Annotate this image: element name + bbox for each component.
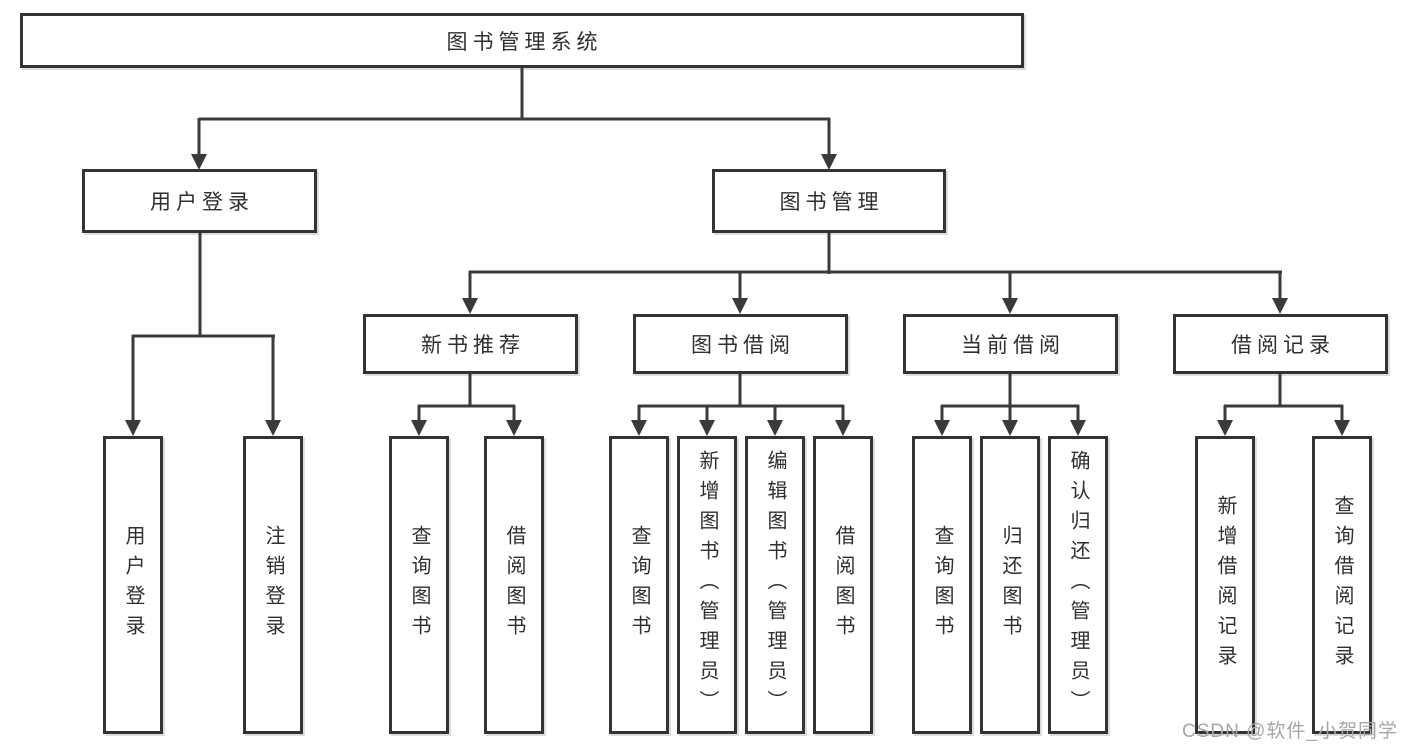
connector-to-leaf-logout — [271, 335, 275, 422]
connector-user-login-stem — [198, 233, 202, 337]
leaf-user-login: 用户登录 — [103, 436, 163, 734]
connector-root-bar — [199, 117, 830, 121]
connector-to-user-login — [197, 118, 201, 156]
arrowhead-to-return-book — [1002, 420, 1018, 436]
arrowhead-to-query-book-c — [934, 420, 950, 436]
leaf-edit-book-admin: 编辑图书（管理员） — [745, 436, 805, 734]
connector-to-query-book-b — [637, 405, 641, 422]
connector-to-query-book-a — [417, 405, 421, 422]
connector-to-borrowing-records — [1278, 271, 1282, 300]
arrowhead-to-query-book-a — [411, 420, 427, 436]
leaf-confirm-return-admin: 确认归还（管理员） — [1048, 436, 1108, 734]
connector-current-borrowing-stem — [1008, 374, 1012, 407]
node-book-management: 图书管理 — [712, 169, 946, 233]
leaf-query-book-a: 查询图书 — [389, 436, 449, 734]
leaf-return-book: 归还图书 — [980, 436, 1040, 734]
leaf-borrow-book-a: 借阅图书 — [484, 436, 544, 734]
arrowhead-to-borrowing-records — [1272, 298, 1288, 314]
arrowhead-to-borrow-book-a — [506, 420, 522, 436]
connector-book-mgmt-bar — [469, 270, 1282, 274]
leaf-query-book-c: 查询图书 — [912, 436, 972, 734]
connector-book-borrowing-bar — [638, 404, 844, 408]
node-book-borrowing: 图书借阅 — [633, 314, 848, 374]
connector-book-mgmt-stem — [827, 233, 831, 274]
arrowhead-to-new-book-recommend — [462, 298, 478, 314]
leaf-edit-book-admin-label: 编辑图书（管理员） — [764, 450, 786, 720]
arrowhead-to-add-borrow-record — [1217, 420, 1233, 436]
leaf-query-book-b: 查询图书 — [609, 436, 669, 734]
connector-borrowing-records-bar — [1224, 404, 1343, 408]
connector-to-new-book-recommend — [468, 271, 472, 300]
node-current-borrowing: 当前借阅 — [903, 314, 1118, 374]
leaf-add-borrow-record: 新增借阅记录 — [1195, 436, 1255, 734]
arrowhead-to-leaf-user-login — [125, 420, 141, 436]
leaf-query-borrow-record-label: 查询借阅记录 — [1331, 495, 1353, 675]
node-user-login: 用户登录 — [82, 169, 317, 233]
leaf-borrow-book-b-label: 借阅图书 — [832, 525, 854, 645]
connector-to-leaf-user-login — [131, 335, 135, 422]
node-borrowing-records: 借阅记录 — [1173, 314, 1388, 374]
leaf-add-book-admin-label: 新增图书（管理员） — [696, 450, 718, 720]
csdn-watermark: CSDN @软件_小贺同学 — [1182, 721, 1398, 742]
connector-to-query-book-c — [940, 405, 944, 422]
arrowhead-to-current-borrowing — [1002, 298, 1018, 314]
connector-user-login-bar — [132, 334, 275, 338]
arrowhead-to-add-book — [699, 420, 715, 436]
leaf-add-borrow-record-label: 新增借阅记录 — [1214, 495, 1236, 675]
leaf-query-book-a-label: 查询图书 — [408, 525, 430, 645]
connector-to-current-borrowing — [1008, 271, 1012, 300]
arrowhead-to-borrow-book-b — [835, 420, 851, 436]
node-new-book-recommend: 新书推荐 — [363, 314, 578, 374]
connector-to-add-borrow-record — [1223, 405, 1227, 422]
connector-borrowing-records-stem — [1278, 374, 1282, 407]
arrowhead-to-edit-book — [767, 420, 783, 436]
leaf-logout-label: 注销登录 — [262, 525, 284, 645]
connector-to-return-book — [1008, 405, 1012, 422]
connector-to-borrow-book-b — [841, 405, 845, 422]
connector-to-confirm-return — [1076, 405, 1080, 422]
arrowhead-to-book-management — [821, 154, 837, 170]
arrowhead-to-query-book-b — [631, 420, 647, 436]
arrowhead-to-user-login — [191, 154, 207, 170]
leaf-user-login-label: 用户登录 — [122, 525, 144, 645]
connector-to-book-management — [827, 118, 831, 156]
leaf-query-book-c-label: 查询图书 — [931, 525, 953, 645]
connector-to-edit-book — [773, 405, 777, 422]
connector-new-book-bar — [418, 404, 515, 408]
leaf-add-book-admin: 新增图书（管理员） — [677, 436, 737, 734]
connector-book-borrowing-stem — [738, 374, 742, 407]
connector-to-book-borrowing — [738, 271, 742, 300]
leaf-logout: 注销登录 — [243, 436, 303, 734]
node-library-management-system: 图书管理系统 — [20, 13, 1024, 68]
leaf-borrow-book-b: 借阅图书 — [813, 436, 873, 734]
leaf-borrow-book-a-label: 借阅图书 — [503, 525, 525, 645]
connector-new-book-stem — [468, 374, 472, 407]
connector-to-query-borrow-record — [1340, 405, 1344, 422]
arrowhead-to-leaf-logout — [265, 420, 281, 436]
arrowhead-to-book-borrowing — [732, 298, 748, 314]
connector-to-borrow-book-a — [512, 405, 516, 422]
arrowhead-to-query-borrow-record — [1334, 420, 1350, 436]
leaf-query-book-b-label: 查询图书 — [628, 525, 650, 645]
connector-to-add-book — [705, 405, 709, 422]
leaf-return-book-label: 归还图书 — [999, 525, 1021, 645]
leaf-query-borrow-record: 查询借阅记录 — [1312, 436, 1372, 734]
leaf-confirm-return-admin-label: 确认归还（管理员） — [1067, 450, 1089, 720]
arrowhead-to-confirm-return — [1070, 420, 1086, 436]
connector-root-stem — [520, 68, 524, 120]
